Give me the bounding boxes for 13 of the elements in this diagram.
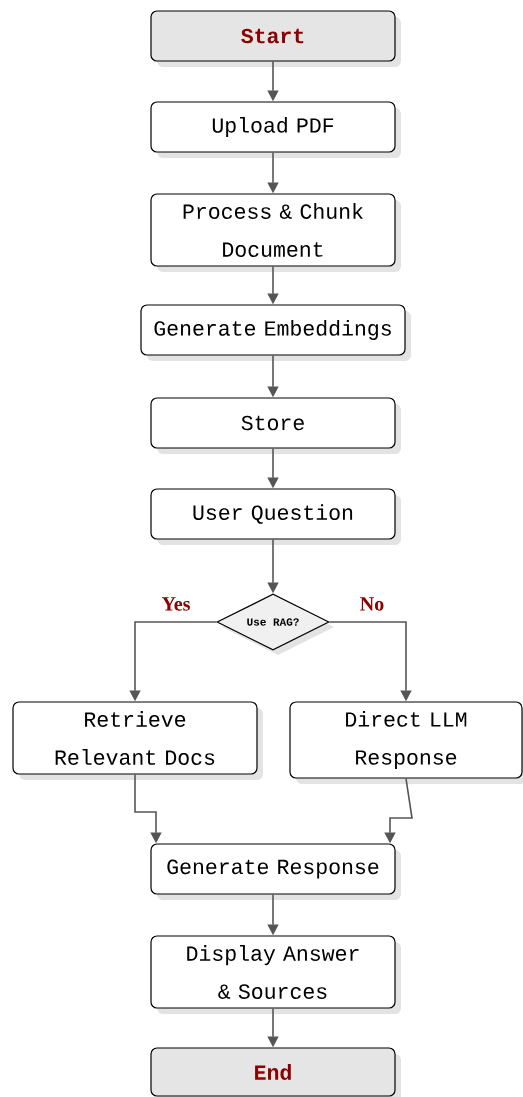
process-box: Direct LLM Response xyxy=(289,701,523,784)
process-box: User Question xyxy=(150,488,401,545)
terminal-box: End xyxy=(150,1047,401,1097)
process-box: Upload PDF xyxy=(150,101,401,158)
terminal-box: Start xyxy=(150,10,401,67)
process-box: Display Answer & Sources xyxy=(150,935,401,1014)
process-box: Store xyxy=(150,397,401,454)
process-box: Process & Chunk Document xyxy=(150,193,401,272)
edge-label: Yes xyxy=(160,596,192,612)
edge-label: No xyxy=(358,596,386,612)
process-box: Retrieve Relevant Docs xyxy=(12,701,263,780)
process-box: Generate Embeddings xyxy=(140,304,411,361)
process-box: Generate Response xyxy=(150,843,401,900)
